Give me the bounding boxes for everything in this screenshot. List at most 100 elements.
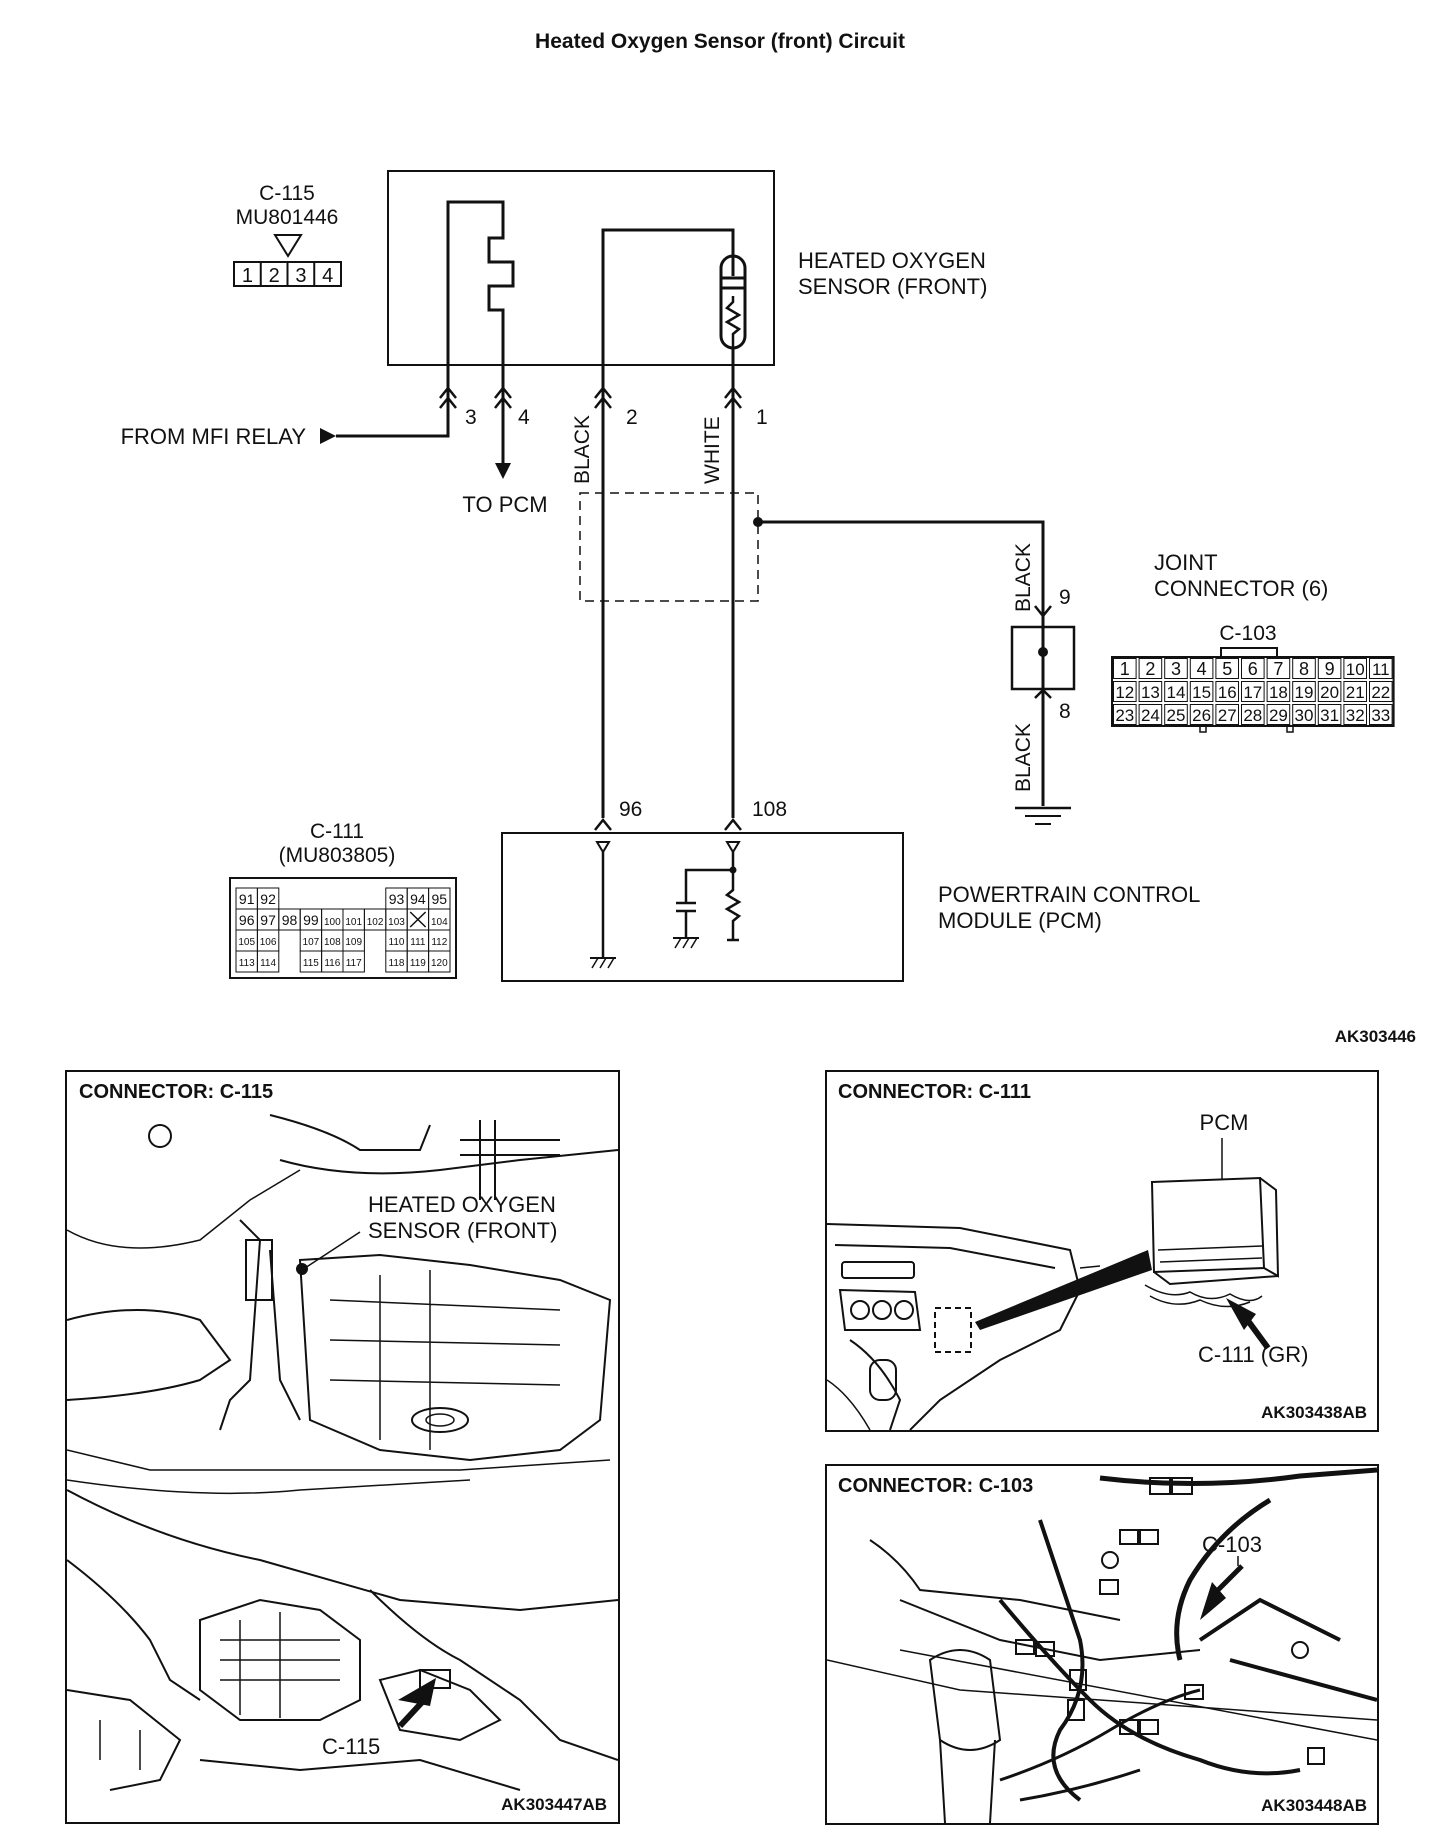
c115-pin: 2	[269, 265, 280, 287]
c111-pin: 91	[239, 891, 255, 907]
c115-pointer-arrow-icon	[398, 1678, 436, 1706]
c111-part-number: (MU803805)	[279, 844, 396, 867]
pin96-connector-mark	[594, 817, 612, 831]
c111-pin: 93	[389, 891, 405, 907]
c103-pin: 22	[1371, 683, 1390, 702]
c111-pin: 98	[282, 912, 298, 928]
c111-pin: 115	[303, 958, 319, 969]
c115-pin: 3	[295, 265, 306, 287]
c111-pin: 101	[345, 917, 362, 928]
c103-pin: 1	[1120, 659, 1130, 679]
c103-pin: 24	[1141, 706, 1160, 725]
to-pcm-arrow-icon	[495, 463, 511, 479]
joint-pin8-label: 8	[1059, 700, 1071, 723]
c103-name: C-103	[1219, 622, 1276, 645]
c103-pin: 3	[1171, 659, 1181, 679]
c111-pin: 106	[260, 937, 277, 948]
sensor-label-line2: SENSOR (FRONT)	[798, 274, 987, 299]
c111-pin: 116	[324, 958, 340, 969]
panel-connector-c111: CONNECTOR: C-111 PCM C-111 (GR) AK303438…	[825, 1070, 1379, 1432]
c103-panel-heading: CONNECTOR: C-103	[838, 1475, 1033, 1497]
pin2-connector-mark	[594, 385, 612, 409]
c103-pin: 23	[1115, 706, 1134, 725]
sensor-signal-wire	[601, 228, 735, 382]
pin1-label: 1	[756, 406, 768, 429]
c111-pin: 117	[346, 958, 362, 969]
c111-pin: 94	[410, 891, 426, 907]
pcm-pin108-label: 108	[752, 798, 787, 821]
c111-pin: 118	[389, 958, 405, 969]
c115-panel-heading: CONNECTOR: C-115	[79, 1081, 273, 1103]
c111-name: C-111	[310, 820, 364, 843]
c103-pin: 21	[1346, 683, 1365, 702]
heater-element	[446, 200, 515, 382]
shield-drain-wire	[758, 520, 1045, 628]
c111-pin: 102	[367, 917, 384, 928]
c111-panel-code: AK303438AB	[1261, 1403, 1367, 1422]
pcm-location-marker	[934, 1307, 972, 1353]
c115-panel-callout-line1: HEATED OXYGEN	[368, 1192, 556, 1217]
c111-pin: 108	[324, 937, 341, 948]
c103-pin: 6	[1248, 659, 1258, 679]
c103-panel-arrow-label: C-103	[1202, 1532, 1262, 1557]
heated-oxygen-sensor: HEATED OXYGEN SENSOR (FRONT)	[387, 170, 987, 382]
c111-panel-heading: CONNECTOR: C-111	[838, 1081, 1031, 1103]
joint-black-wire-8-label: BLACK	[1012, 723, 1035, 792]
c103-pin: 13	[1141, 683, 1160, 702]
c103-pin: 33	[1371, 706, 1390, 725]
c115-pin: 4	[322, 265, 333, 287]
to-pcm-label: TO PCM	[462, 492, 547, 517]
panel-connector-c115: HEATED OXYGEN SENSOR (FRONT) CONNECTOR: …	[65, 1070, 620, 1824]
diagram-title: Heated Oxygen Sensor (front) Circuit	[535, 30, 905, 53]
connector-key-icon	[273, 234, 303, 258]
c103-pin: 7	[1273, 659, 1283, 679]
pcm-box	[501, 832, 904, 982]
resistor-icon	[724, 296, 742, 348]
c103-pin: 16	[1218, 683, 1237, 702]
c103-pin: 12	[1115, 683, 1134, 702]
pin3-lead	[340, 382, 450, 438]
powertrain-control-module: 96 108 POWERTRAIN CONTROL MODULE (PCM)	[501, 798, 1200, 982]
pin2-label: 2	[626, 406, 638, 429]
c103-pin: 18	[1269, 683, 1288, 702]
c111-pin: 119	[410, 958, 426, 969]
c111-outline	[229, 877, 457, 979]
c103-pin: 4	[1197, 659, 1207, 679]
c111-pin: 109	[345, 937, 362, 948]
c103-pin: 14	[1167, 683, 1186, 702]
c103-pin: 25	[1167, 706, 1186, 725]
c111-panel-pcm-label: PCM	[1200, 1110, 1249, 1135]
joint-junction-dot	[1038, 647, 1048, 657]
joint-connector-6: BLACK 9 8 BLACK JOINT CONNECTOR (6) C-10…	[1010, 543, 1395, 825]
c103-pin: 15	[1192, 683, 1211, 702]
sensor-label-line1: HEATED OXYGEN	[798, 248, 986, 273]
c115-panel-code: AK303447AB	[501, 1795, 607, 1814]
joint-connector-label-line1: JOINT	[1154, 550, 1218, 575]
c103-pin: 10	[1346, 660, 1365, 679]
c103-pin: 28	[1243, 706, 1262, 725]
panel-c111-frame	[825, 1070, 1379, 1432]
c103-pin: 19	[1295, 683, 1314, 702]
c103-pin: 5	[1222, 659, 1232, 679]
c111-panel-arrow-label: C-111 (GR)	[1198, 1342, 1308, 1367]
c111-pin: 114	[260, 958, 276, 969]
c103-pin: 17	[1243, 683, 1262, 702]
c115-name: C-115	[259, 182, 315, 205]
joint-connector-label-line2: CONNECTOR (6)	[1154, 576, 1328, 601]
c103-pin: 26	[1192, 706, 1211, 725]
c103-lock-tab	[1220, 647, 1278, 656]
pin4-connector-mark	[494, 385, 512, 409]
c103-pin: 8	[1299, 659, 1309, 679]
c111-pin: 111	[410, 937, 426, 948]
c111-pin: 99	[303, 912, 319, 928]
black-wire-label: BLACK	[571, 415, 594, 484]
pcm-label-line2: MODULE (PCM)	[938, 908, 1102, 933]
c111-location-illustration	[827, 1138, 1280, 1430]
pin108-connector-mark	[724, 817, 742, 831]
joint-black-wire-9-label: BLACK	[1012, 543, 1035, 612]
c111-pin: 110	[389, 937, 405, 948]
from-relay-arrow-icon	[320, 428, 336, 444]
